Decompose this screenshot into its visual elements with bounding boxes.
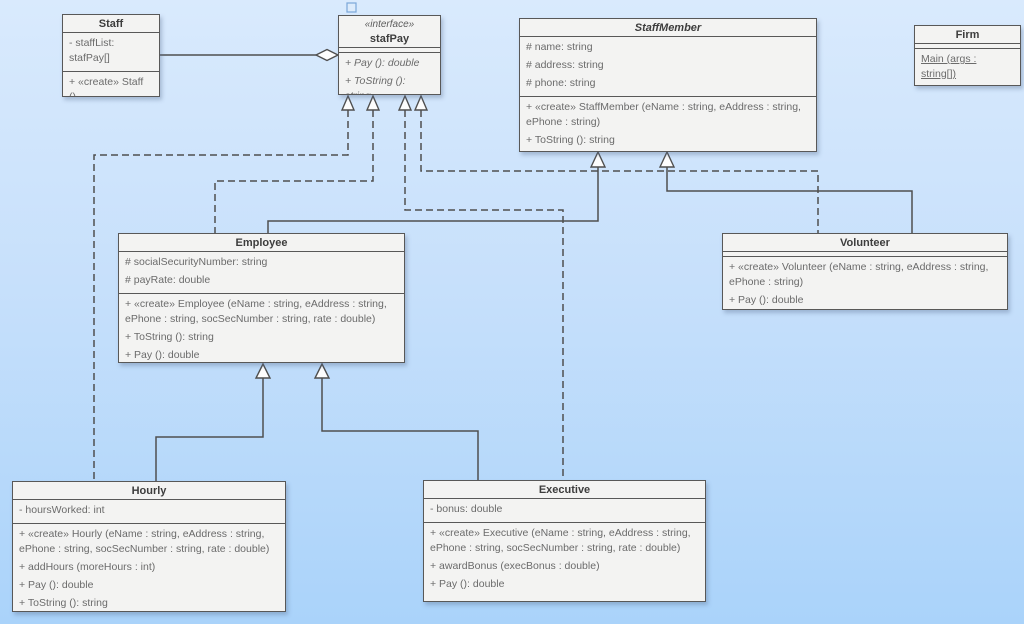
class-methods: + «create» Hourly (eName : string, eAddr…	[13, 522, 285, 611]
generalization-arrow-icon	[313, 362, 331, 379]
class-member: - staffList: stafPay[]	[69, 37, 115, 64]
class-title: Employee	[235, 237, 288, 249]
class-hourly[interactable]: Hourly - hoursWorked: int + «create» Hou…	[12, 481, 286, 612]
class-methods: + Pay (): double + ToString (): string	[339, 52, 440, 94]
class-methods: Main (args : string[])	[915, 48, 1020, 85]
class-member: + «create» Hourly (eName : string, eAddr…	[19, 527, 270, 555]
class-title: Volunteer	[840, 237, 890, 249]
class-title: stafPay	[369, 33, 410, 45]
class-staff[interactable]: Staff - staffList: stafPay[] + «create» …	[62, 14, 160, 97]
class-staffmember[interactable]: StaffMember # name: string # address: str…	[519, 18, 817, 152]
class-member: # phone: string	[526, 76, 596, 89]
class-member: # name: string	[526, 41, 593, 53]
class-member: + Pay (): double	[19, 578, 94, 591]
class-methods: + «create» Employee (eName : string, eAd…	[119, 292, 404, 362]
edge-executive-stafpay[interactable]	[404, 110, 564, 480]
class-methods: + «create» Staff ()+ Payday ()	[63, 70, 159, 97]
class-member: + Pay (): double	[345, 57, 420, 69]
edge-volunteer-stafpay[interactable]	[420, 110, 819, 233]
class-member: # address: string	[526, 58, 604, 71]
class-title: StaffMember	[634, 22, 702, 34]
generalization-arrow-icon	[589, 150, 607, 168]
class-member: # socialSecurityNumber: string	[125, 256, 268, 268]
class-member: - hoursWorked: int	[19, 504, 105, 516]
realization-arrow-icon	[340, 94, 356, 111]
generalization-arrow-icon	[254, 362, 272, 379]
class-attrs: - staffList: stafPay[]	[63, 32, 159, 71]
class-attrs	[723, 251, 1007, 256]
class-attrs: - hoursWorked: int	[13, 499, 285, 523]
class-methods: + «create» Volunteer (eName : string, eA…	[723, 256, 1007, 309]
edge-hourly-employee[interactable]	[155, 378, 264, 481]
class-volunteer[interactable]: Volunteer + «create» Volunteer (eName : …	[722, 233, 1008, 310]
class-member: + Pay (): double	[430, 577, 505, 590]
class-member: + ToString (): string	[19, 596, 108, 609]
class-member: + «create» StaffMember (eName : string, …	[526, 100, 801, 128]
realization-arrow-icon	[365, 94, 381, 111]
class-title: Staff	[98, 18, 124, 30]
edge-volunteer-staffmember[interactable]	[666, 167, 913, 233]
generalization-arrow-icon	[658, 150, 676, 168]
realization-arrow-icon	[397, 94, 413, 111]
edge-employee-stafpay[interactable]	[214, 110, 374, 233]
class-title: Executive	[538, 484, 591, 496]
class-member: + addHours (moreHours : int)	[19, 560, 156, 573]
edge-hourly-stafpay[interactable]	[93, 110, 349, 481]
class-firm[interactable]: Firm Main (args : string[])	[914, 25, 1021, 86]
class-member: + ToString (): string	[125, 330, 214, 343]
class-attrs: - bonus: double	[424, 498, 705, 522]
class-methods: + «create» Executive (eName : string, eA…	[424, 521, 705, 601]
realization-arrow-icon	[413, 94, 429, 111]
class-member: + ToString (): string	[526, 133, 615, 146]
class-attrs	[339, 47, 440, 52]
selection-badge-icon	[346, 2, 357, 13]
class-attrs: # socialSecurityNumber: string # payRate:…	[119, 251, 404, 293]
class-employee[interactable]: Employee # socialSecurityNumber: string#…	[118, 233, 405, 363]
class-member: + «create» Executive (eName : string, eA…	[430, 526, 691, 554]
class-methods: + «create» StaffMember (eName : string, …	[520, 95, 816, 151]
class-stafpay[interactable]: «interface» stafPay + Pay (): double + To…	[338, 15, 441, 95]
class-member: + awardBonus (execBonus : double)	[430, 559, 600, 572]
edge-employee-staffmember[interactable]	[267, 167, 599, 233]
aggregation-diamond-icon	[314, 48, 340, 62]
class-executive[interactable]: Executive - bonus: double + «create» Exe…	[423, 480, 706, 602]
class-member: Main (args : string[])	[921, 53, 977, 80]
class-title: Hourly	[131, 485, 167, 497]
class-attrs	[915, 43, 1020, 48]
class-member: + Pay (): double	[729, 293, 804, 306]
class-member: + ToString (): string	[345, 74, 406, 94]
class-member: + «create» Staff ()	[69, 75, 144, 97]
class-member: + «create» Employee (eName : string, eAd…	[125, 297, 387, 325]
edge-executive-employee[interactable]	[321, 378, 479, 480]
class-attrs: # name: string # address: string # phone: …	[520, 36, 816, 96]
class-member: + «create» Volunteer (eName : string, eA…	[729, 261, 989, 288]
class-member: # payRate: double	[125, 273, 211, 286]
class-title: Firm	[955, 29, 980, 41]
class-member: - bonus: double	[430, 503, 503, 515]
class-stereotype: «interface»	[364, 19, 415, 30]
class-member: + Pay (): double	[125, 348, 200, 361]
